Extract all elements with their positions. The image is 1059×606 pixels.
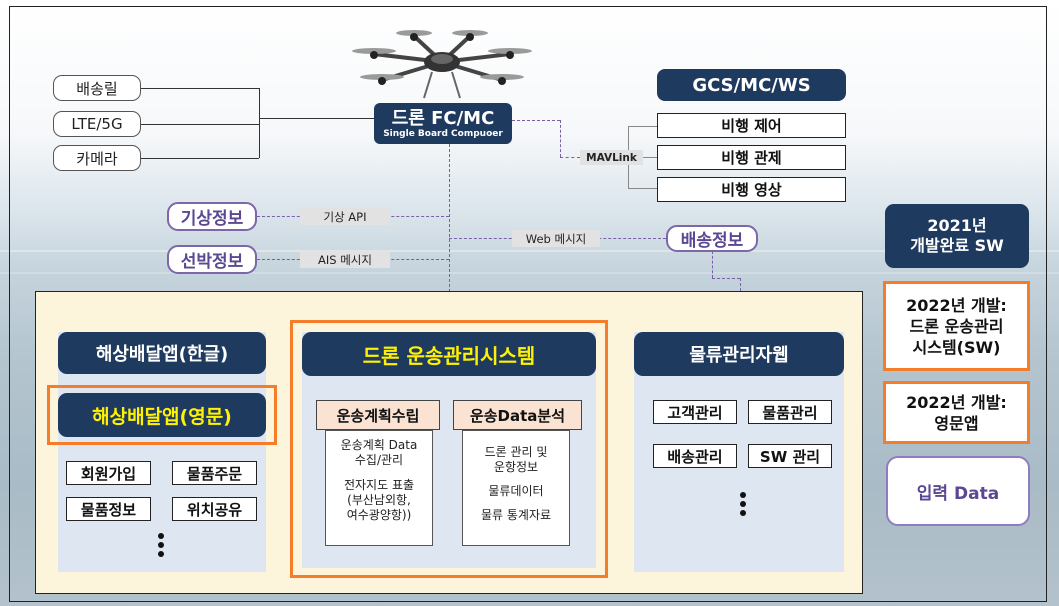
app-feature: 물품주문 [172,461,257,485]
logistics-item: SW 관리 [748,444,832,468]
delivery-info: 배송정보 [666,225,758,252]
legend-2021-line: 2021년 [927,216,987,235]
drone-fc-box: 드론 FC/MC Single Board Compuoer [374,103,512,144]
gcs-title: GCS/MC/WS [657,69,846,101]
input-pill: 카메라 [53,145,141,171]
weather-info: 기상정보 [167,202,257,231]
sea-wave [0,250,1059,252]
legend-line: 영문앱 [934,413,979,433]
legend-line: 드론 운송관리 [909,316,1004,336]
legend-line: 2022년 개발: [906,392,1007,412]
new-dev-highlight [47,385,277,445]
gcs-item: 비행 영상 [657,177,846,202]
more-icon [158,533,164,560]
legend-line: 2022년 개발: [906,295,1007,315]
legend-2022-tms: 2022년 개발: 드론 운송관리 시스템(SW) [883,281,1030,371]
analysis-line: 물류 통계자료 [480,508,552,522]
connector [643,157,657,158]
outer-frame [9,6,1047,602]
connector [259,88,260,158]
more-icon [740,492,746,519]
connector [560,157,580,158]
input-pill: 배송릴 [53,75,141,101]
legend-2021: 2021년 개발완료 SW [885,204,1029,268]
logistics-title: 물류관리자웹 [634,332,844,376]
app-korean-title: 해상배달앱(한글) [58,332,266,374]
connector [628,126,657,127]
ais-message-label: AIS 메시지 [300,251,390,268]
plan-body: 운송계획 Data 수집/관리 전자지도 표출 (부산남외항, 여수광양항)) [325,430,433,546]
logistics-item: 고객관리 [653,400,737,424]
plan-header: 운송계획수립 [316,400,440,430]
analysis-body: 드론 관리 및 운항정보 물류데이터 물류 통계자료 [462,430,570,546]
plan-line: 수집/관리 [354,453,404,467]
legend-2021-line: 개발완료 SW [910,236,1004,255]
tms-title: 드론 운송관리시스템 [302,332,596,376]
app-feature: 물품정보 [66,497,151,521]
plan-line: 운송계획 Data [340,438,418,452]
web-message-label: Web 메시지 [512,230,600,247]
legend-line: 시스템(SW) [912,337,1001,357]
drone-fc-title: 드론 FC/MC [391,107,495,129]
legend-input-data: 입력 Data [886,456,1030,526]
connector [259,118,374,119]
logistics-item: 물품관리 [748,400,832,424]
weather-api-label: 기상 API [300,208,390,225]
gcs-item: 비행 제어 [657,113,846,138]
logistics-item: 배송관리 [653,444,737,468]
legend-2022-app: 2022년 개발: 영문앱 [883,381,1030,444]
connector [712,251,713,278]
app-feature: 위치공유 [172,497,257,521]
analysis-line: 운항정보 [493,460,539,474]
analysis-line: 드론 관리 및 [484,445,548,459]
analysis-header: 운송Data분석 [453,400,582,430]
mavlink-label: MAVLink [580,150,643,165]
connector [512,120,560,121]
app-feature: 회원가입 [66,461,151,485]
connector [712,278,740,279]
connector [141,88,259,89]
plan-line: (부산남외항, [347,493,411,507]
drone-icon [352,30,532,99]
sea-wave [0,272,1059,274]
connector [141,124,259,125]
analysis-line: 물류데이터 [488,484,544,498]
new-dev-highlight [290,320,608,578]
connector [560,120,561,157]
connector [628,188,657,189]
connector [141,158,259,159]
drone-fc-subtitle: Single Board Compuoer [383,128,503,139]
plan-line: 여수광양항)) [346,508,412,522]
gcs-item: 비행 관제 [657,145,846,170]
plan-line: 전자지도 표출 [343,478,415,492]
ship-info: 선박정보 [167,245,257,274]
app-english-title: 해상배달앱(영문) [58,393,266,437]
input-pill: LTE/5G [53,111,141,137]
